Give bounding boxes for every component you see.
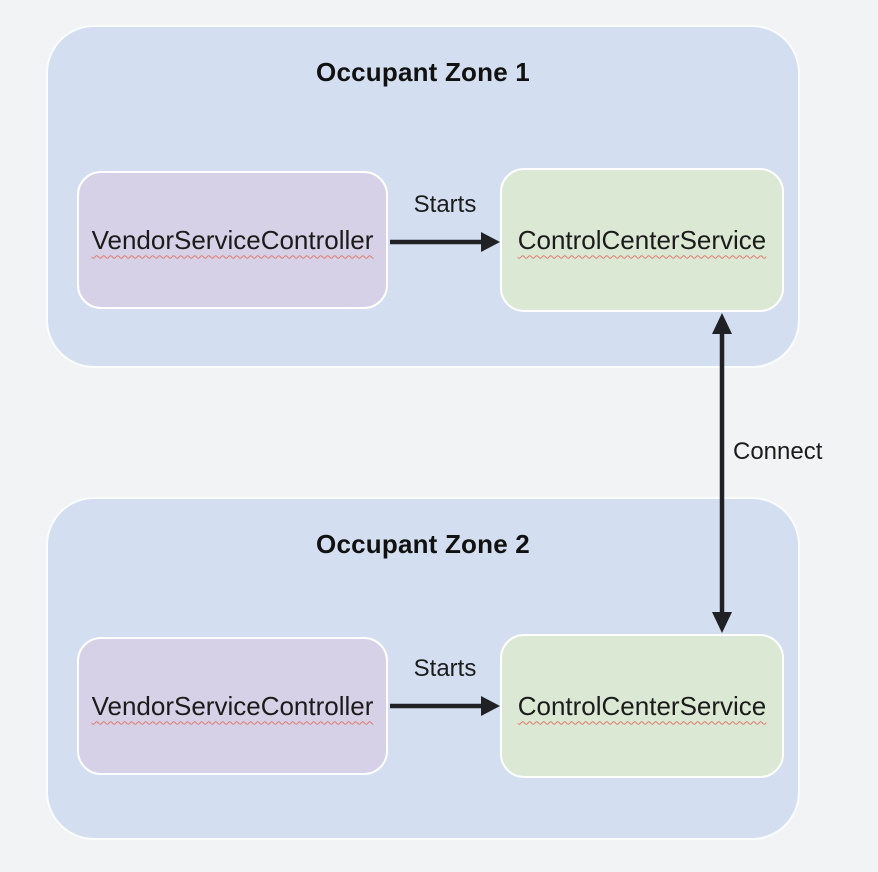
node-label: ControlCenterService <box>517 224 767 255</box>
starts-label-zone2: Starts <box>413 655 477 682</box>
node-control-center-service-zone2: ControlCenterService <box>500 634 784 778</box>
node-label: ControlCenterService <box>517 690 767 721</box>
node-label: VendorServiceController <box>91 690 374 721</box>
node-vendor-service-controller-zone1: VendorServiceController <box>77 171 388 309</box>
connect-label: Connect <box>733 438 823 465</box>
zone-1-title: Occupant Zone 1 <box>316 57 530 87</box>
node-vendor-service-controller-zone2: VendorServiceController <box>77 637 388 775</box>
node-control-center-service-zone1: ControlCenterService <box>500 168 784 312</box>
zone-2-title: Occupant Zone 2 <box>316 529 530 559</box>
node-label: VendorServiceController <box>91 224 374 255</box>
starts-label-zone1: Starts <box>413 191 477 218</box>
